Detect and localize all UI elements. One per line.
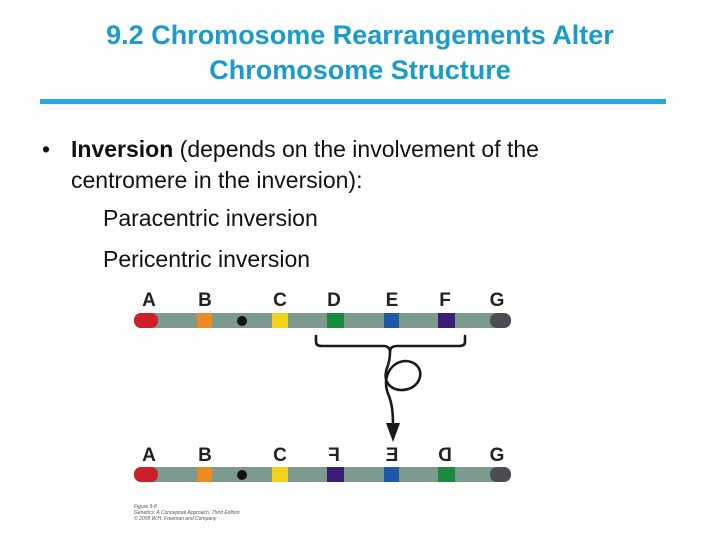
gene-label-e-inverted: E xyxy=(386,445,399,466)
gene-label-a: A xyxy=(142,445,156,466)
gene-label-f-inverted: F xyxy=(328,445,340,466)
bullet-line-2: centromere in the inversion): xyxy=(71,167,363,193)
caption-line: Genetics: A Conceptual Approach, Third E… xyxy=(134,510,240,516)
gene-band-c xyxy=(272,313,288,328)
pericentric-inversion-item: Pericentric inversion xyxy=(103,246,311,272)
inversion-indicator xyxy=(314,334,467,442)
gene-band-e xyxy=(384,313,399,328)
bullet-marker: • xyxy=(42,136,51,162)
gene-label-a: A xyxy=(142,290,156,311)
inversion-loop xyxy=(384,350,422,428)
gene-label-b: B xyxy=(198,445,212,466)
gene-label-g: G xyxy=(490,290,505,311)
title-divider xyxy=(40,99,666,104)
chromosome-original: A B C D E F G xyxy=(134,290,511,328)
chromosome-body xyxy=(134,313,511,328)
gene-label-b: B xyxy=(198,290,212,311)
bullet-line-1: Inversion (depends on the involvement of… xyxy=(71,134,539,165)
gene-band-b xyxy=(197,467,212,482)
gene-band-g xyxy=(490,467,511,482)
gene-band-c xyxy=(272,467,288,482)
gene-band-a xyxy=(134,467,158,482)
caption-line: Figure 9-8 xyxy=(134,504,157,510)
paracentric-inversion-item: Paracentric inversion xyxy=(103,205,318,231)
gene-label-g: G xyxy=(490,445,505,466)
chromosome-body xyxy=(134,467,511,482)
gene-band-e xyxy=(384,467,399,482)
gene-band-a xyxy=(134,313,158,328)
inversion-bracket xyxy=(314,334,467,354)
caption-line: © 2009 W.H. Freeman and Company xyxy=(134,515,217,522)
gene-label-e: E xyxy=(386,290,399,311)
gene-label-d: D xyxy=(327,290,341,311)
gene-band-d xyxy=(327,313,344,328)
title-line-2: Chromosome Structure xyxy=(209,55,511,85)
centromere xyxy=(237,316,247,326)
gene-band-b xyxy=(197,313,212,328)
gene-label-d-inverted: D xyxy=(438,445,452,466)
gene-band-f xyxy=(438,313,455,328)
gene-band-g xyxy=(490,313,511,328)
centromere xyxy=(237,470,247,480)
gene-band-d xyxy=(438,467,455,482)
inversion-term: Inversion xyxy=(71,136,174,162)
chromosome-inverted: A B C F E D G xyxy=(134,445,511,482)
title-line-1: 9.2 Chromosome Rearrangements Alter xyxy=(106,20,614,50)
slide-title: 9.2 Chromosome Rearrangements Alter Chro… xyxy=(20,18,700,88)
gene-label-c: C xyxy=(273,290,287,311)
gene-band-f xyxy=(327,467,344,482)
inversion-description: (depends on the involvement of the xyxy=(173,136,539,162)
figure-caption: Figure 9-8 Genetics: A Conceptual Approa… xyxy=(134,504,240,522)
gene-label-f: F xyxy=(439,290,451,311)
arrow-down-icon xyxy=(386,423,400,442)
gene-label-c: C xyxy=(273,445,287,466)
